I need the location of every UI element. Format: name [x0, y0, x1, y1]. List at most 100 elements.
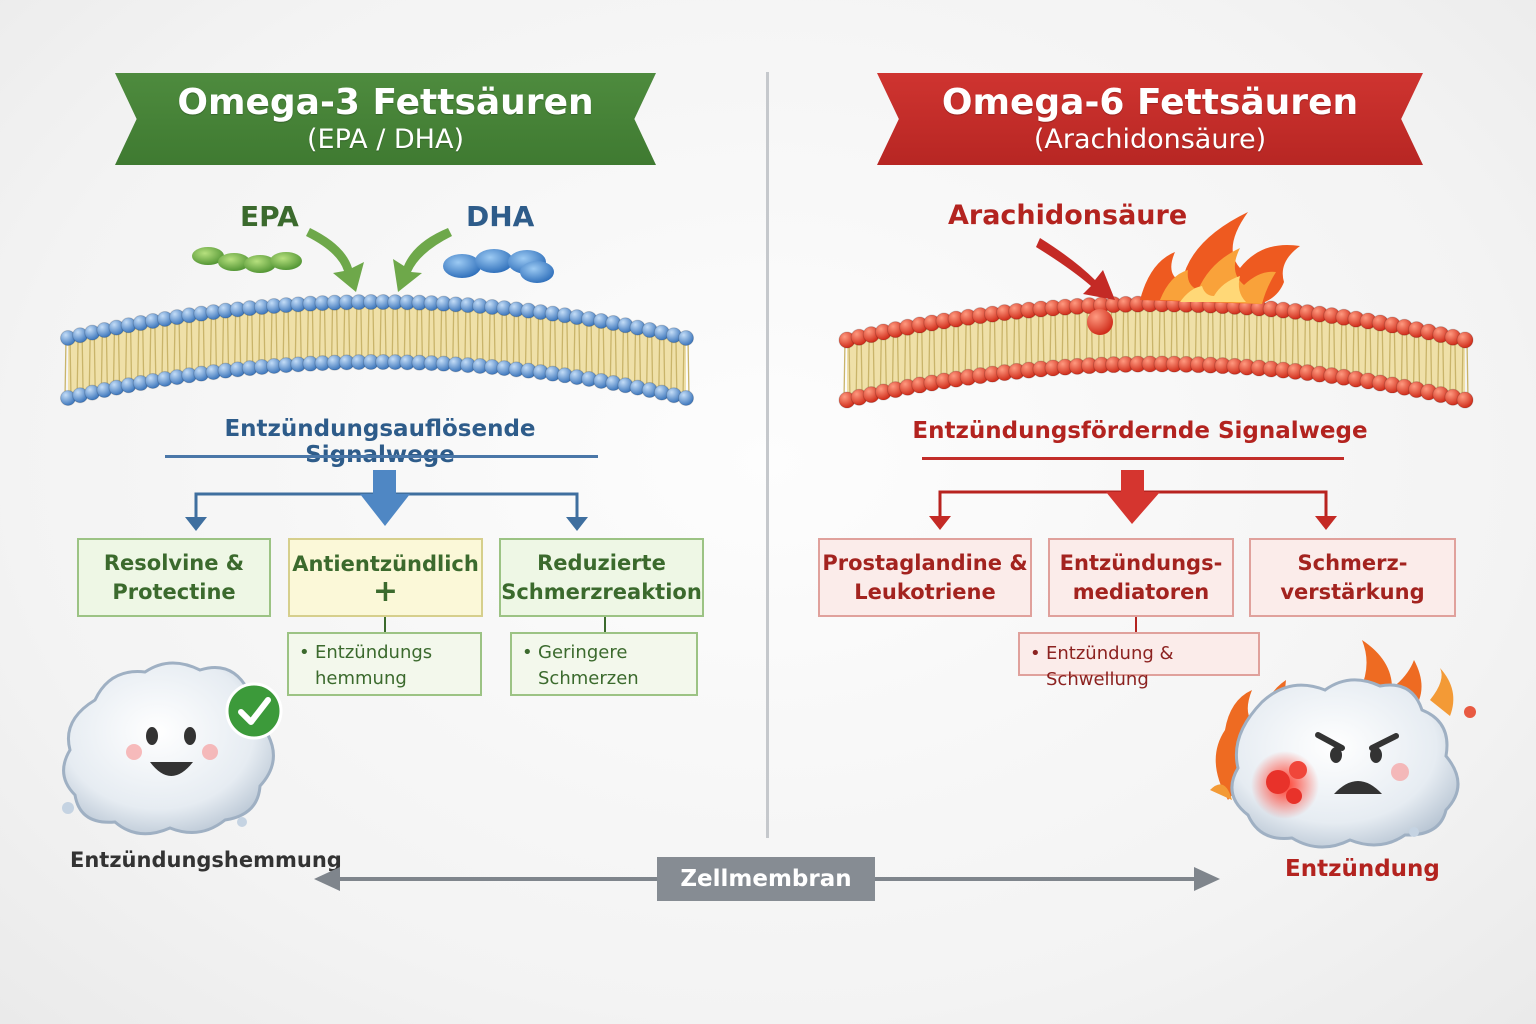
happy-cell-icon: [62, 661, 275, 836]
lipid-head: [1456, 331, 1474, 349]
right-pathway-underline: [922, 457, 1344, 460]
lipid-tail: [1255, 307, 1263, 369]
lipid-tail: [928, 322, 936, 383]
right-lipid-bilayer: [838, 295, 1474, 409]
lipid-tail: [88, 332, 96, 393]
lipid-tail: [1170, 304, 1178, 365]
epa-label: EPA: [240, 200, 299, 233]
bullet-icon: •: [299, 642, 310, 663]
lipid-tail: [1364, 320, 1372, 381]
lipid-tail: [879, 332, 888, 393]
center-divider: [766, 72, 769, 838]
lipid-tail: [306, 303, 315, 364]
lipid-tail: [1206, 305, 1215, 366]
lipid-tail: [1315, 314, 1324, 375]
lipid-tail: [964, 317, 972, 378]
lipid-tail: [1000, 312, 1009, 373]
schmerzverstaerkung-box: Schmerz-verstärkung: [1249, 538, 1456, 617]
lipid-tail: [464, 305, 472, 366]
lipid-tail: [940, 320, 948, 381]
dha-arrow-icon: [393, 228, 452, 292]
omega3-title: Omega-3 Fettsäuren: [177, 82, 594, 123]
lipid-tail: [1437, 334, 1445, 395]
lipid-tail: [1243, 307, 1251, 368]
schmerzreaktion-box: Reduzierte Schmerzreaktion: [499, 538, 704, 617]
lipid-tail: [952, 319, 960, 380]
omega6-banner: Omega-6 Fettsäuren (Arachidonsäure): [877, 73, 1423, 165]
right-caption: Entzündung: [1285, 856, 1440, 882]
lipid-tail: [197, 313, 205, 374]
lipid-tail: [1376, 322, 1384, 383]
lipid-tail: [355, 302, 363, 363]
resolvine-text: Resolvine & Protectine: [103, 550, 245, 604]
lipid-tail: [209, 312, 218, 373]
lipid-tail: [903, 327, 912, 388]
lipid-tail: [1412, 329, 1421, 390]
lipid-tail: [500, 308, 508, 369]
schmerzverstaerkung-text: Schmerz-verstärkung: [1280, 550, 1425, 604]
entzuendungshemmung-subbox: • Entzündungs hemmung: [287, 632, 482, 696]
lipid-tail: [1425, 332, 1433, 393]
lipid-tail: [1279, 310, 1287, 371]
entzuendungshemmung-subtext: Entzündungs hemmung: [315, 642, 433, 689]
geringere-schmerzen-subtext: Geringere Schmerzen: [538, 642, 639, 689]
lipid-tail: [1049, 307, 1057, 369]
schwellung-subbox: • Entzündung & Schwellung: [1018, 632, 1260, 690]
lipid-tail: [658, 332, 666, 393]
lipid-tail: [64, 337, 72, 399]
lipid-tail: [1303, 312, 1312, 373]
lipid-tail: [670, 335, 678, 396]
lipid-tail: [855, 337, 863, 398]
lipid-tail: [149, 320, 157, 381]
lipid-tail: [258, 306, 266, 368]
lipid-tail: [561, 315, 569, 376]
lipid-tail: [173, 317, 181, 378]
lipid-tail: [439, 303, 448, 364]
right-pathway-title: Entzündungsfördernde Signalwege: [912, 418, 1368, 444]
lipid-tail: [1073, 306, 1081, 367]
lipid-tail: [1025, 310, 1033, 371]
lipid-tail: [1109, 304, 1118, 365]
lipid-tail: [916, 325, 924, 386]
lipid-tail: [391, 302, 399, 363]
lipid-tail: [1291, 311, 1299, 372]
lipid-tail: [100, 330, 109, 391]
lipid-tail: [1134, 304, 1142, 365]
lipid-tail: [221, 310, 230, 371]
lipid-tail: [1461, 339, 1469, 401]
dha-label: DHA: [466, 200, 535, 233]
lipid-tail: [246, 308, 254, 369]
epa-molecule-icon: [192, 247, 302, 273]
arachidon-label: Arachidonsäure: [948, 200, 1188, 231]
zellmembran-label: Zellmembran: [657, 857, 875, 901]
lipid-tail: [294, 304, 302, 365]
lipid-tail: [1328, 315, 1336, 376]
lipid-tail: [403, 302, 411, 363]
lipid-tail: [452, 304, 460, 365]
bullet-icon: •: [522, 642, 533, 663]
lipid-tail: [1182, 304, 1190, 365]
lipid-head: [1456, 391, 1474, 409]
lipid-tail: [609, 323, 617, 384]
left-lipid-bilayer: [60, 294, 694, 406]
arachidon-molecule-icon: [1087, 309, 1113, 335]
lipid-tail: [1219, 305, 1227, 366]
lipid-tail: [1340, 317, 1348, 378]
lipid-tail: [682, 337, 690, 399]
lipid-tail: [112, 327, 121, 388]
lipid-tail: [1267, 308, 1275, 370]
lipid-tail: [161, 318, 169, 379]
lipid-tail: [621, 325, 630, 386]
lipid-tail: [270, 305, 278, 367]
flame-icon: [1140, 212, 1300, 304]
lipid-tail: [1231, 306, 1239, 367]
lipid-tail: [1352, 319, 1360, 380]
lipid-tail: [330, 302, 339, 363]
lipid-tail: [976, 315, 984, 376]
